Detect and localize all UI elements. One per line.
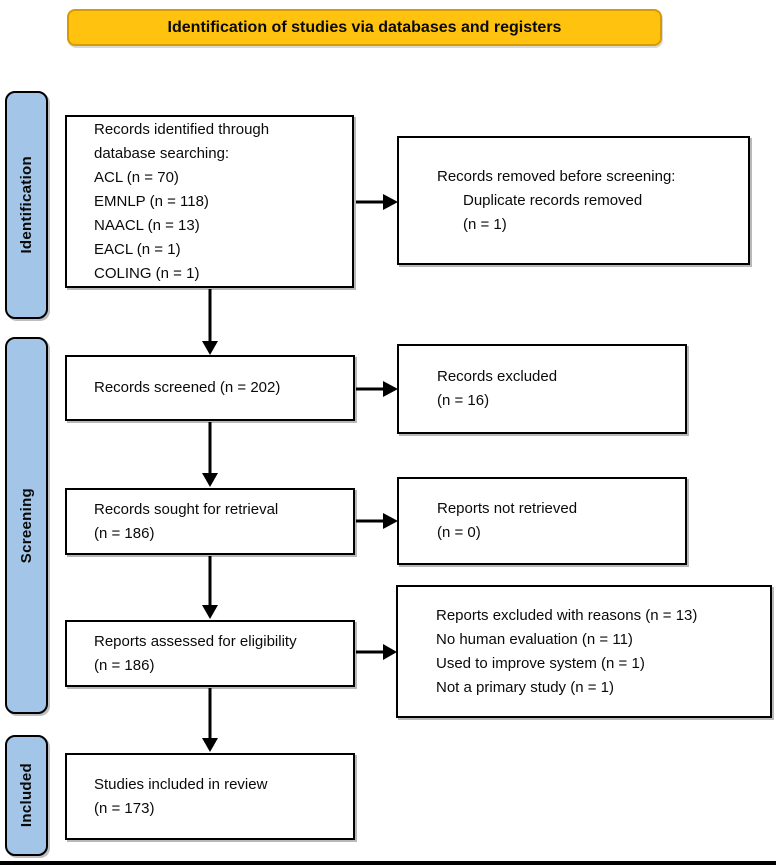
box-reports-not-retrieved: Reports not retrieved (n = 0) xyxy=(397,477,687,565)
arrow-right-icon xyxy=(356,381,398,397)
arrow-down-icon xyxy=(202,688,218,752)
box-line: Records excluded xyxy=(437,368,558,385)
arrow-down-icon xyxy=(202,556,218,619)
arrow-down-icon xyxy=(202,422,218,487)
box-line: Reports not retrieved xyxy=(437,500,578,517)
box-records-sought-for-retrieval: Records sought for retrieval (n = 186) xyxy=(65,488,355,555)
box-line: (n = 186) xyxy=(94,524,155,542)
box-line: (n = 1) xyxy=(463,215,507,233)
box-line: COLING (n = 1) xyxy=(94,264,200,282)
box-records-identified: Records identified through database sear… xyxy=(65,115,354,288)
box-line: NAACL (n = 13) xyxy=(94,216,200,234)
box-reports-excluded-with-reasons: Reports excluded with reasons (n = 13) N… xyxy=(396,585,772,718)
box-line: EMNLP (n = 118) xyxy=(94,192,209,210)
arrow-right-icon xyxy=(356,513,398,529)
box-line: Records screened (n = 202) xyxy=(94,379,281,396)
box-line: Reports assessed for eligibility xyxy=(94,632,297,650)
box-line: Records sought for retrieval xyxy=(94,500,279,518)
bottom-divider xyxy=(0,861,776,865)
arrow-right-icon xyxy=(356,644,397,660)
box-line: Studies included in review xyxy=(94,775,268,793)
box-records-screened: Records screened (n = 202) xyxy=(65,355,355,421)
stage-label-screening: Screening xyxy=(5,337,48,714)
box-line: Reports excluded with reasons (n = 13) xyxy=(436,606,698,624)
box-line: ACL (n = 70) xyxy=(94,168,179,186)
box-line: No human evaluation (n = 11) xyxy=(436,630,633,648)
diagram-title-banner: Identification of studies via databases … xyxy=(67,9,662,46)
box-line: Duplicate records removed xyxy=(463,191,643,209)
box-line: (n = 0) xyxy=(437,524,481,541)
stage-label-text: Included xyxy=(18,763,35,828)
box-records-excluded: Records excluded (n = 16) xyxy=(397,344,687,434)
box-line: database searching: xyxy=(94,144,230,162)
stage-label-text: Identification xyxy=(18,156,35,254)
arrow-down-icon xyxy=(202,289,218,355)
box-line: Not a primary study (n = 1) xyxy=(436,678,614,696)
arrow-right-icon xyxy=(356,194,398,210)
box-line: Records removed before screening: xyxy=(437,167,676,185)
box-reports-assessed-for-eligibility: Reports assessed for eligibility (n = 18… xyxy=(65,620,355,687)
box-line: EACL (n = 1) xyxy=(94,240,181,258)
box-records-removed-before-screening: Records removed before screening: Duplic… xyxy=(397,136,750,265)
box-line: (n = 16) xyxy=(437,392,490,409)
box-line: (n = 173) xyxy=(94,799,155,817)
box-studies-included-in-review: Studies included in review (n = 173) xyxy=(65,753,355,840)
stage-label-identification: Identification xyxy=(5,91,48,319)
box-line: Records identified through xyxy=(94,120,270,138)
box-line: (n = 186) xyxy=(94,656,155,674)
stage-label-text: Screening xyxy=(18,487,35,564)
diagram-title: Identification of studies via databases … xyxy=(167,18,562,36)
stage-label-included: Included xyxy=(5,735,48,856)
box-line: Used to improve system (n = 1) xyxy=(436,654,645,672)
